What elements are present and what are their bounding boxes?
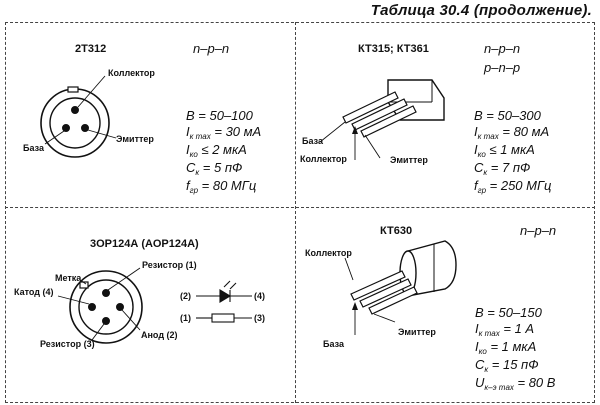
c1-param-ck: Cк = 5 пФ: [186, 160, 243, 177]
c1-label-emitter: Эмиттер: [116, 134, 154, 144]
c3-label-anode: Анод (2): [141, 330, 178, 340]
c3-label-mark: Метка: [55, 273, 82, 283]
c3-pin-2: (2): [180, 291, 191, 301]
c2-label-base: База: [302, 136, 323, 146]
c4-label-collector: Коллектор: [305, 248, 352, 258]
c1-device-name: 2Т312: [75, 43, 107, 55]
cell4-package-drawing: [344, 240, 457, 335]
c3-device-name: 3ОР124А (АОР124А): [90, 238, 199, 250]
c3-pin-1: (1): [180, 313, 191, 323]
c4-device-name: КТ630: [380, 225, 413, 237]
c3-label-resistor-1: Резистор (1): [142, 260, 197, 270]
c3-label-resistor-3: Резистор (3): [40, 339, 95, 349]
c2-param-iko: Iко ≤ 1 мкА: [474, 142, 535, 159]
c3-label-cathode: Катод (4): [14, 287, 54, 297]
c4-param-iko: Iко = 1 мкА: [475, 339, 537, 356]
c1-params: B = 50–100 Iк max = 30 мА Iко ≤ 2 мкА Cк…: [186, 108, 261, 196]
c1-conductivity-type: n–p–n: [193, 41, 230, 56]
c1-label-base: База: [23, 143, 44, 153]
cell3-schematic: [196, 280, 252, 323]
c2-label-emitter: Эмиттер: [390, 155, 428, 165]
c2-param-ik: Iк max = 80 мА: [474, 124, 550, 141]
c4-label-base: База: [323, 339, 344, 349]
c3-pin-4: (4): [254, 291, 265, 301]
c4-param-ik: Iк max = 1 А: [475, 321, 535, 338]
c2-conductivity-type-2: p–n–p: [484, 60, 521, 75]
c2-param-fgr: fгр = 250 МГц: [474, 178, 552, 195]
c2-param-ck: Cк = 7 пФ: [474, 160, 531, 177]
c2-param-b: B = 50–300: [474, 108, 541, 123]
c3-pin-3: (3): [254, 313, 265, 323]
c1-param-ik: Iк max = 30 мА: [186, 124, 262, 141]
c4-label-emitter: Эмиттер: [398, 327, 436, 337]
cell1-package-drawing: [40, 75, 117, 158]
c1-label-collector: Коллектор: [108, 68, 155, 78]
c4-conductivity-type: n–p–n: [520, 223, 557, 238]
table-caption: Таблица 30.4 (продолжение).: [370, 2, 592, 19]
c4-param-uke: Uк–э max = 80 В: [475, 375, 556, 392]
cell3-package-drawing: [57, 267, 143, 344]
column-divider: [295, 22, 296, 403]
c4-param-b: B = 50–150: [475, 305, 542, 320]
row-divider: [5, 207, 595, 208]
c1-param-b: B = 50–100: [186, 108, 253, 123]
c2-conductivity-type-1: n–p–n: [484, 41, 521, 56]
table-frame: [5, 22, 595, 403]
c4-params: B = 50–150 Iк max = 1 А Iко = 1 мкА Cк =…: [475, 305, 555, 393]
c2-label-collector: Коллектор: [300, 154, 347, 164]
cell2-package-drawing: [319, 79, 445, 160]
c4-param-ck: Cк = 15 пФ: [475, 357, 539, 374]
c1-param-iko: Iко ≤ 2 мкА: [186, 142, 247, 159]
c2-params: B = 50–300 Iк max = 80 мА Iко ≤ 1 мкА Cк…: [474, 108, 551, 196]
c1-param-fgr: fгр = 80 МГц: [186, 178, 257, 195]
c2-device-name: КТ315; КТ361: [358, 43, 429, 55]
